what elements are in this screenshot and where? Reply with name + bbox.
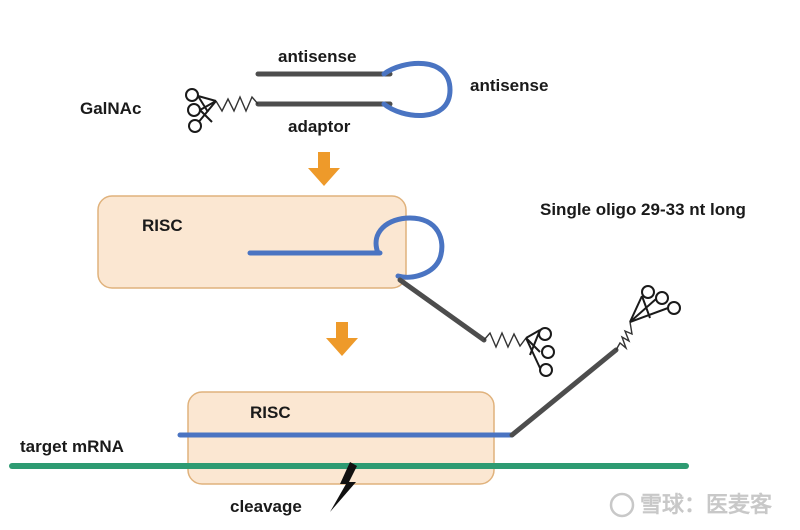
galnac-icon	[185, 88, 217, 133]
galnac-linker	[215, 95, 259, 113]
galnac-icon-3	[629, 285, 681, 323]
risc-complex-2	[187, 391, 495, 485]
galnac-linker-3	[615, 321, 633, 351]
adaptor-strand-extended	[509, 347, 619, 438]
label-risc-1: RISC	[142, 216, 183, 235]
watermark: 雪球：医麦客	[609, 492, 773, 518]
process-arrow-2	[326, 322, 358, 356]
cleavage-bolt-icon	[330, 462, 357, 512]
label-antisense-loop: antisense	[470, 76, 548, 95]
hairpin-construct	[185, 60, 453, 133]
risc-complex-1	[97, 195, 407, 289]
label-antisense-top: antisense	[278, 47, 356, 66]
galnac-linker-2	[483, 331, 527, 349]
label-risc-2: RISC	[250, 403, 291, 422]
snowball-logo-icon	[609, 492, 635, 518]
watermark-text: 雪球：医麦客	[640, 492, 773, 518]
label-target-mrna: target mRNA	[20, 437, 124, 456]
label-cleavage: cleavage	[230, 497, 302, 516]
adaptor-strand-released	[397, 277, 487, 343]
label-single-oligo: Single oligo 29-33 nt long	[540, 200, 746, 219]
process-arrow-1	[308, 152, 340, 186]
galnac-icon-2	[525, 327, 555, 377]
label-galnac: GalNAc	[80, 99, 141, 118]
antisense-loop-loaded	[373, 215, 445, 280]
antisense-loop	[381, 60, 453, 119]
label-adaptor: adaptor	[288, 117, 351, 136]
